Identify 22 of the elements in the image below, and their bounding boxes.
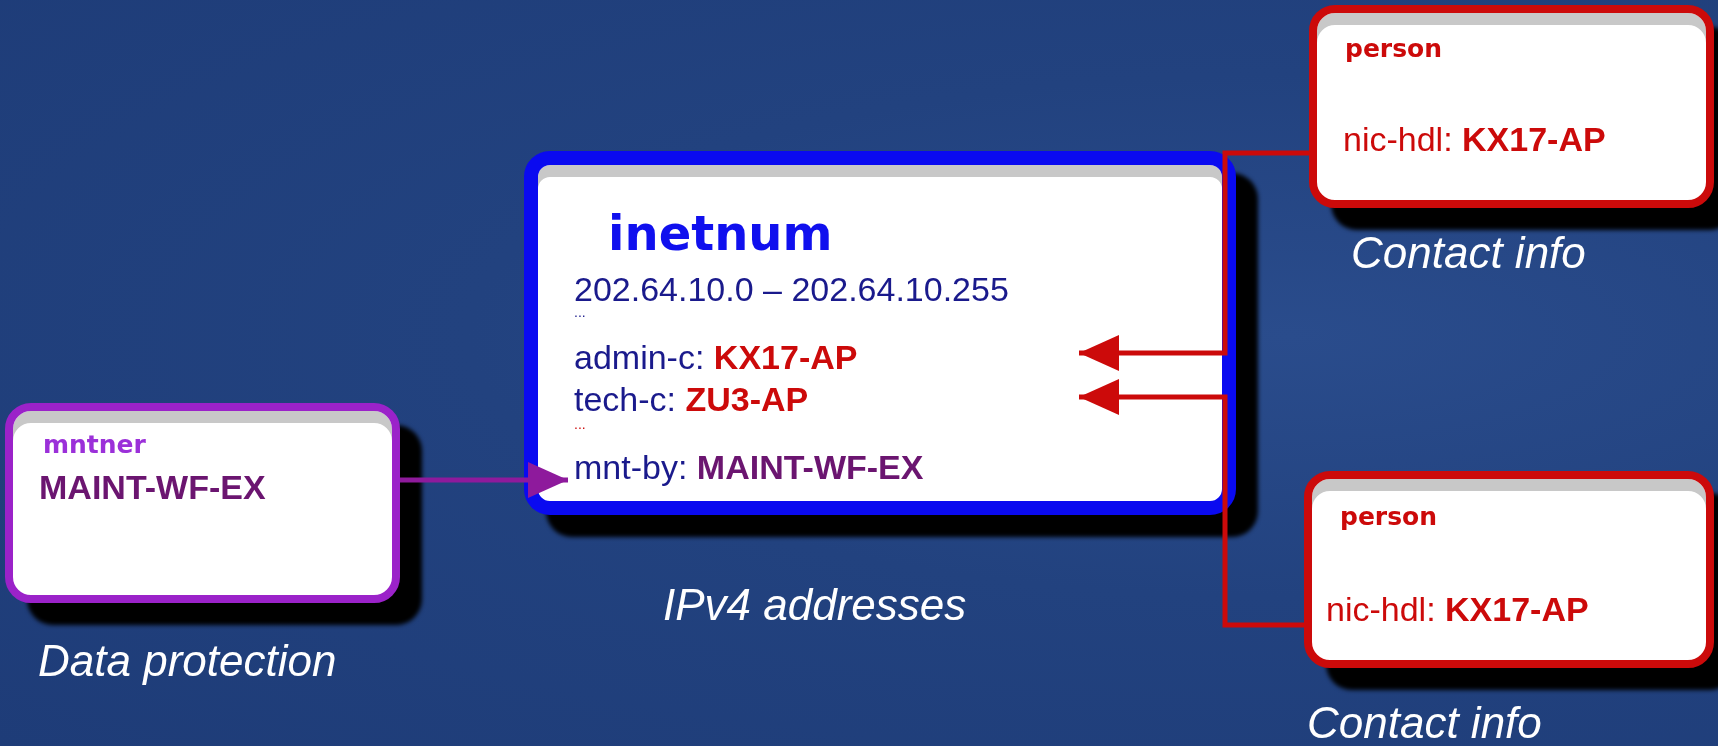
arrow bbox=[1079, 150, 1309, 371]
object-caption: Data protection bbox=[38, 636, 337, 686]
object-type-heading: mntner bbox=[43, 431, 146, 459]
object-type-heading: person bbox=[1340, 503, 1438, 531]
attribute-text: tech-c: ZU3-AP bbox=[574, 381, 809, 419]
object-type-heading: person bbox=[1345, 35, 1443, 63]
person-object-box bbox=[1309, 5, 1714, 208]
object-caption: IPv4 addresses bbox=[663, 580, 967, 630]
attribute-text: admin-c: KX17-AP bbox=[574, 339, 858, 377]
attribute-text: nic-hdl: KX17-AP bbox=[1326, 591, 1589, 629]
attribute-text: nic-hdl: KX17-AP bbox=[1343, 121, 1606, 159]
person-object-box bbox=[1304, 471, 1714, 668]
arrow bbox=[400, 462, 568, 498]
inetnum-object-box bbox=[524, 151, 1236, 515]
object-caption: Contact info bbox=[1307, 698, 1542, 746]
maintainer-object-box bbox=[5, 403, 400, 603]
attribute-text: MAINT-WF-EX bbox=[39, 469, 266, 507]
ellipsis-text: ... bbox=[574, 417, 586, 433]
object-type-heading: inetnum bbox=[608, 207, 833, 260]
arrow bbox=[1079, 379, 1304, 628]
object-caption: Contact info bbox=[1351, 228, 1586, 278]
attribute-text: mnt-by: MAINT-WF-EX bbox=[574, 449, 924, 487]
